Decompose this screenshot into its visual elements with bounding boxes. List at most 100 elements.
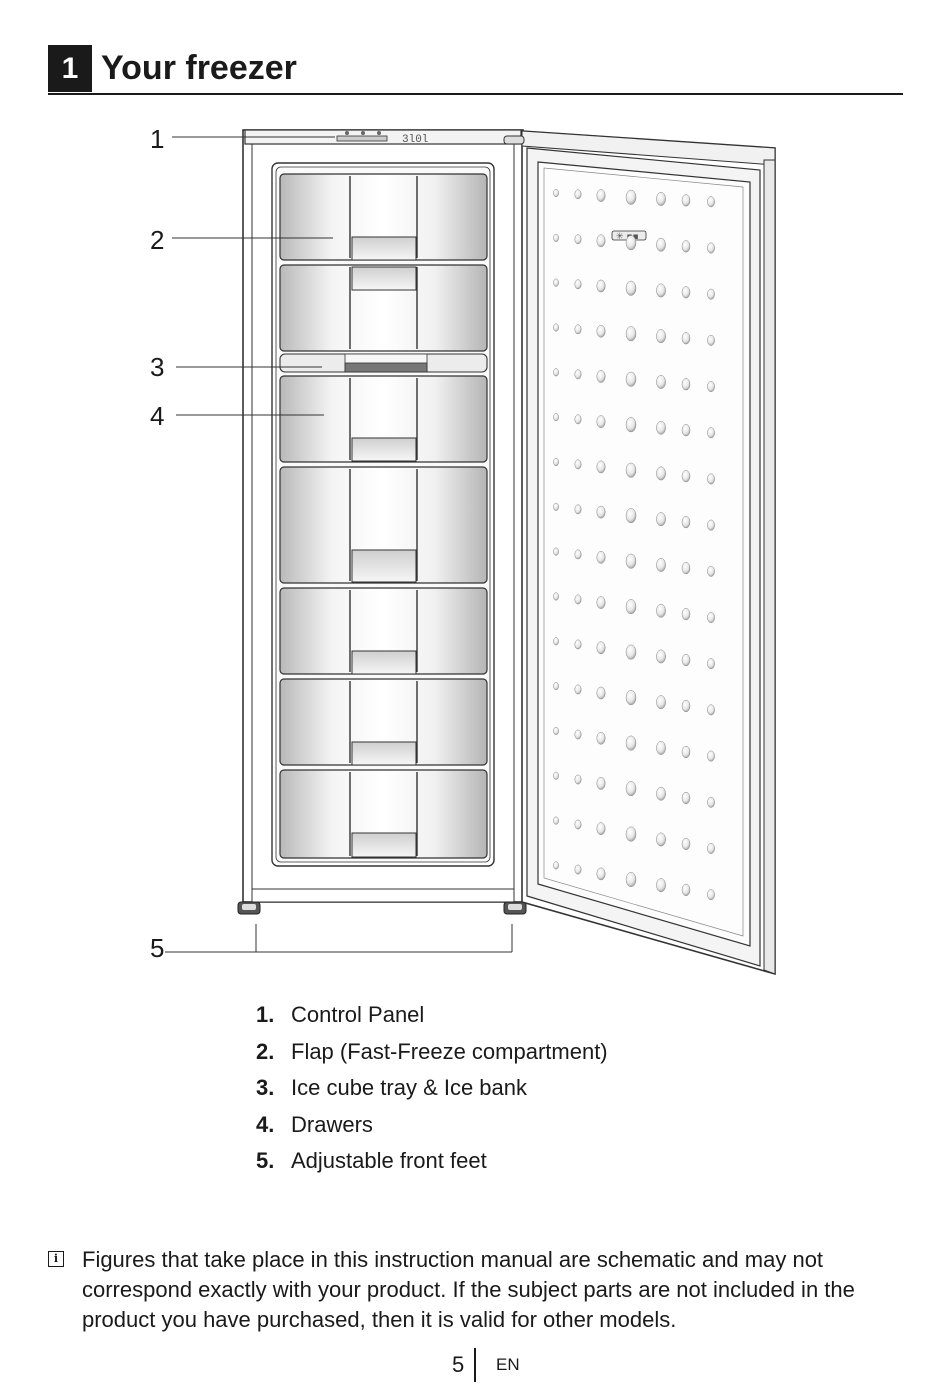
door-dot <box>707 334 715 346</box>
door-dot <box>553 861 559 870</box>
door-dot <box>596 415 606 429</box>
door-dot <box>625 462 637 478</box>
door-dot <box>596 596 606 609</box>
door-dot <box>681 332 691 345</box>
door-dot <box>625 553 637 569</box>
door-dot <box>681 424 691 437</box>
item-number: 5. <box>256 1148 275 1173</box>
door-dot <box>553 592 559 601</box>
item-number: 4. <box>256 1111 275 1137</box>
door-dot <box>707 704 715 716</box>
svg-text:3ӏ0ӏ: 3ӏ0ӏ <box>402 134 428 146</box>
door-dot <box>574 549 582 560</box>
door-dot <box>553 682 559 691</box>
door-dot <box>574 684 582 695</box>
section-number: 1 <box>48 45 92 92</box>
door-dot <box>553 637 559 646</box>
door-dot <box>625 872 637 888</box>
door-dot <box>681 745 691 759</box>
door-dot <box>625 826 637 842</box>
door-dot <box>707 565 715 577</box>
door-dot <box>681 240 691 253</box>
door-dot <box>574 594 582 605</box>
front-feet <box>237 901 527 915</box>
footer-divider <box>474 1348 476 1382</box>
door-dot <box>656 603 666 618</box>
language-code: EN <box>496 1355 520 1374</box>
item-label: Ice cube tray & Ice bank <box>291 1075 528 1100</box>
freezer-door: ✳ ▪▪ <box>503 130 776 976</box>
door-dot <box>656 558 666 572</box>
door-dot <box>681 194 691 207</box>
door-dot <box>596 324 606 338</box>
door-dot <box>596 777 606 790</box>
door-dot <box>707 796 715 808</box>
callout-3: 3 <box>150 352 164 382</box>
door-dot <box>625 735 637 751</box>
door-dot <box>625 690 637 706</box>
door-dot <box>596 189 606 202</box>
door-dot <box>553 188 559 198</box>
callout-5: 5 <box>150 933 164 963</box>
door-dot <box>625 326 637 342</box>
svg-text:✳ ▪▪: ✳ ▪▪ <box>616 232 639 242</box>
door-dot <box>656 878 666 893</box>
list-item: 4.Drawers <box>256 1108 608 1145</box>
door-dot <box>707 612 715 623</box>
door-dot <box>656 649 666 664</box>
door-dot <box>553 278 559 287</box>
door-dot <box>681 286 691 299</box>
door-dot <box>574 459 582 470</box>
door-dot <box>625 644 637 660</box>
door-dot <box>574 729 582 740</box>
door-dot <box>681 791 691 805</box>
list-item: 5.Adjustable front feet <box>256 1144 608 1181</box>
door-dot <box>707 889 715 901</box>
door-dot <box>574 324 582 335</box>
door-dot <box>656 283 666 298</box>
door-dot <box>681 837 691 851</box>
door-dot <box>596 370 606 383</box>
item-number: 1. <box>256 1002 275 1027</box>
door-dot <box>656 512 666 527</box>
door-dot <box>625 280 637 296</box>
door-dot <box>625 508 637 524</box>
door-dot <box>681 608 691 621</box>
door-dot <box>553 816 559 825</box>
door-dot <box>574 369 582 380</box>
door-dot <box>574 639 582 650</box>
door-dot <box>553 547 559 556</box>
door-dot <box>625 189 637 205</box>
door-dot <box>625 371 637 387</box>
door-dot <box>707 473 715 485</box>
door-dot <box>596 550 606 564</box>
door-dot <box>553 233 559 242</box>
door-dot <box>707 427 715 439</box>
door-dot <box>707 519 715 531</box>
info-icon: i <box>48 1251 64 1267</box>
door-dot <box>681 883 691 896</box>
door-dot <box>574 864 582 875</box>
page-footer: 5 EN <box>0 1348 950 1382</box>
door-dot <box>596 867 606 881</box>
door-dot <box>681 654 691 667</box>
door-dot <box>596 234 606 248</box>
door-dot <box>574 234 582 245</box>
door-dot <box>681 516 691 529</box>
door-dot <box>707 288 715 300</box>
door-dot <box>625 417 637 433</box>
door-dot <box>574 279 582 290</box>
door-dot <box>656 741 666 755</box>
door-dot <box>625 599 637 615</box>
door-dot <box>681 378 691 391</box>
info-note: i Figures that take place in this instru… <box>48 1245 908 1335</box>
door-dot <box>707 658 715 670</box>
callout-4: 4 <box>150 401 164 431</box>
door-dot <box>553 323 559 332</box>
door-dot <box>656 192 666 206</box>
door-dot <box>574 819 582 830</box>
door-dot <box>553 457 559 466</box>
door-dot <box>574 774 582 785</box>
page-number: 5 <box>452 1352 465 1377</box>
parts-legend: 1.Control Panel 2.Flap (Fast-Freeze comp… <box>256 998 608 1181</box>
